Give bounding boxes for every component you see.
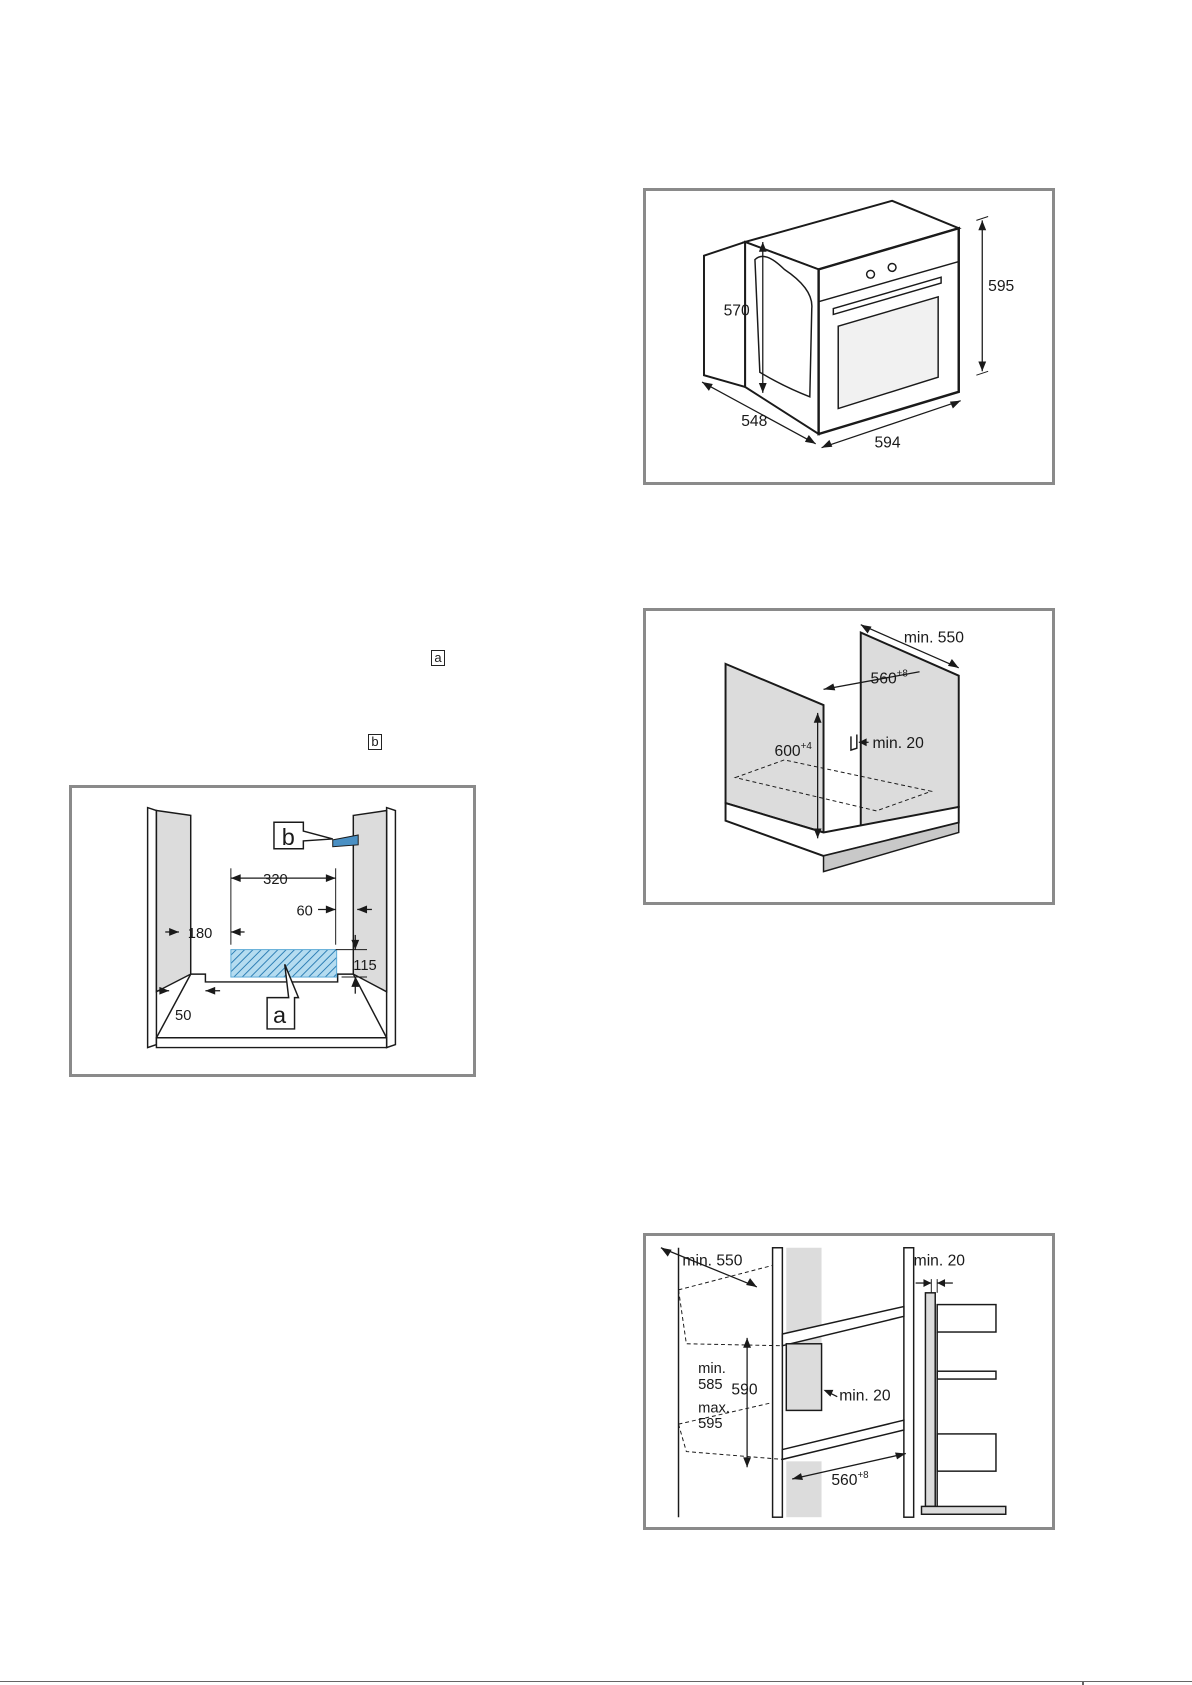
dim-label-min-depth-tall: min. 550 [682, 1252, 742, 1269]
oven-dimensions-diagram: 595 570 548 594 [643, 188, 1055, 485]
tall-cabinet-svg: min. 550 min. 585 590 max. 595 min. 20 5… [646, 1236, 1052, 1527]
tall-cabinet-diagram: min. 550 min. 585 590 max. 595 min. 20 5… [643, 1233, 1055, 1530]
marker-b: b [368, 734, 382, 750]
tall-lower-shelf [782, 1420, 903, 1459]
dim-label-min-depth: min. 550 [904, 629, 964, 646]
tall-dashed-lower [679, 1403, 783, 1460]
dim-label-width: 594 [874, 435, 900, 452]
dim-label-inner-depth: 570 [724, 302, 750, 319]
dim-label-320: 320 [263, 872, 288, 888]
marker-a: a [431, 650, 445, 666]
floor-right-side-outer [387, 808, 396, 1048]
floor-hatched-cutout [231, 950, 337, 977]
tall-back-strip-lower [786, 1461, 821, 1517]
side-view-shelf-mid [937, 1371, 996, 1379]
dim-label-50: 50 [175, 1008, 191, 1024]
dim-label-180: 180 [188, 926, 213, 942]
dim-label-115: 115 [353, 958, 376, 974]
undercounter-cabinet-diagram: min. 550 560+8 600+4 min. 20 [643, 608, 1055, 905]
dim-label-depth: 548 [741, 413, 767, 430]
footer-rule [0, 1681, 1192, 1682]
dim-label-width-560-tall: 560+8 [831, 1470, 869, 1489]
dim-label-max-height-value: 595 [698, 1416, 723, 1432]
side-view-shelf-top [937, 1305, 996, 1332]
cabinet-notch [851, 734, 857, 750]
dim-label-height: 595 [988, 278, 1014, 295]
floor-left-panel [156, 811, 190, 992]
tall-left-wall [773, 1248, 783, 1517]
floor-label-a: a [273, 1002, 287, 1028]
side-view-panel [925, 1293, 935, 1507]
dim-label-590: 590 [731, 1382, 757, 1399]
dim-label-60: 60 [296, 903, 312, 919]
tall-dashed-upper [679, 1265, 783, 1345]
undercounter-cabinet-svg: min. 550 560+8 600+4 min. 20 [646, 611, 1052, 902]
floor-board [156, 1038, 386, 1048]
cabinet-floor-cutout-diagram: b a 320 60 180 115 50 [69, 785, 476, 1077]
oven-body-side [745, 242, 818, 434]
dim-label-min-gap-top: min. 20 [914, 1252, 966, 1269]
tall-right-wall [904, 1248, 914, 1517]
dim-label-min-height-value: 585 [698, 1377, 723, 1393]
floor-bracket [333, 835, 358, 847]
side-view-base [922, 1506, 1006, 1514]
dim-label-max-height-label: max. [698, 1400, 730, 1416]
dim-label-min-height-label: min. [698, 1361, 726, 1377]
footer-rule-tick [1082, 1681, 1084, 1685]
floor-left-side-outer [148, 808, 157, 1048]
floor-label-b: b [282, 824, 295, 850]
side-view-shelf-low [937, 1434, 996, 1471]
tall-niche-back [786, 1344, 821, 1411]
cabinet-floor-cutout-svg: b a 320 60 180 115 50 [72, 788, 473, 1074]
dim-label-min-gap-mid: min. 20 [839, 1388, 891, 1405]
dim-label-min-gap: min. 20 [873, 735, 925, 752]
oven-dimensions-svg: 595 570 548 594 [646, 191, 1052, 482]
